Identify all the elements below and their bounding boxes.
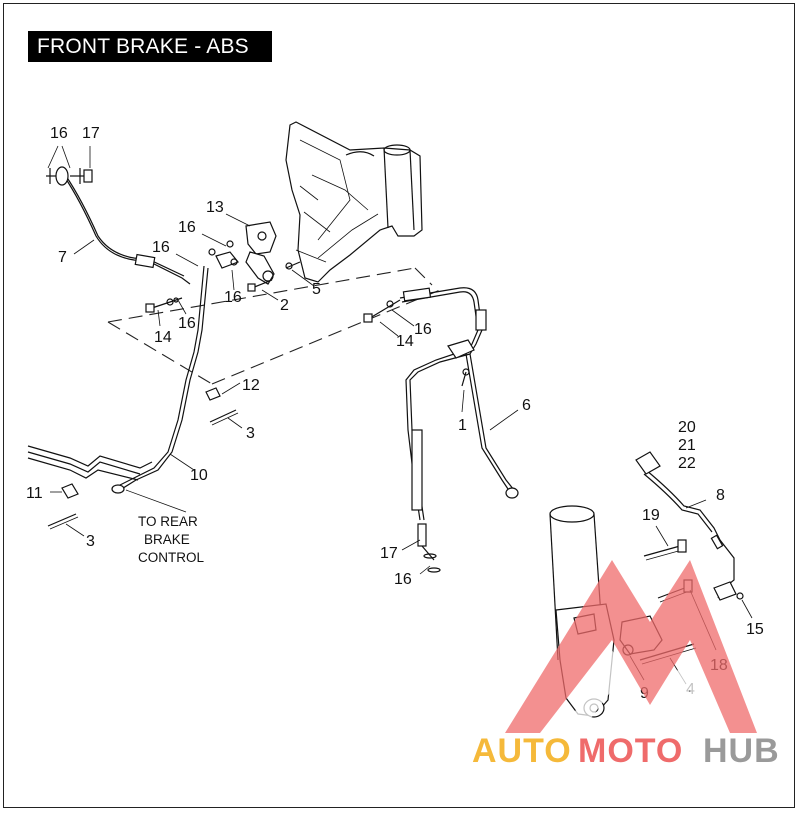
callout-5: 5 [312, 281, 321, 298]
callout-16: 16 [224, 289, 242, 306]
watermark-text-moto: MOTO [578, 732, 684, 770]
callout-12: 12 [242, 377, 260, 394]
callout-16: 16 [152, 239, 170, 256]
callout-22: 22 [678, 455, 696, 472]
callout-13: 13 [206, 199, 224, 216]
callout-16: 16 [178, 219, 196, 236]
note-line-1: TO REAR [138, 514, 198, 529]
frame-steering-head [285, 121, 423, 283]
callout-7: 7 [58, 249, 67, 266]
callout-1: 1 [458, 417, 467, 434]
cable-tie-3-upper [209, 409, 239, 426]
cable-tie-3-lower [47, 513, 79, 530]
callouts: 16 17 7 13 16 16 16 14 16 2 5 16 14 12 3… [26, 125, 764, 702]
wheel-speed-sensor-8 [635, 451, 744, 601]
callout-17: 17 [380, 545, 398, 562]
callout-8: 8 [716, 487, 725, 504]
bolt-5 [285, 261, 301, 270]
watermark-text-hub: HUB [703, 732, 780, 770]
callout-3: 3 [86, 533, 95, 550]
rear-brake-note: TO REAR BRAKE CONTROL [138, 514, 204, 565]
callout-10: 10 [190, 467, 208, 484]
callout-16: 16 [178, 315, 196, 332]
callout-20: 20 [678, 419, 696, 436]
callout-3: 3 [246, 425, 255, 442]
brake-line-7 [46, 166, 191, 285]
bolt-2 [247, 279, 273, 292]
bolt-19 [643, 539, 687, 561]
bolt-14-right [363, 299, 401, 323]
brake-line-10 [27, 265, 209, 494]
note-line-3: CONTROL [138, 550, 204, 565]
callout-14: 14 [396, 333, 414, 350]
watermark-logo [505, 560, 757, 740]
dashed-guide-box [107, 267, 441, 385]
banjo-bolt-17-lower [417, 523, 441, 573]
diagram-title: FRONT BRAKE - ABS [28, 31, 272, 62]
callout-14: 14 [154, 329, 172, 346]
abs-bracket-assembly [208, 221, 277, 285]
callout-19: 19 [642, 507, 660, 524]
bolt-14-left [145, 297, 183, 313]
watermark-text-auto: AUTO [472, 732, 572, 770]
page-border [3, 3, 795, 808]
callout-16: 16 [394, 571, 412, 588]
clip-12 [205, 387, 221, 401]
callout-2: 2 [280, 297, 289, 314]
leader-lines [47, 145, 753, 685]
note-line-2: BRAKE [144, 532, 190, 547]
callout-15: 15 [746, 621, 764, 638]
brake-line-6 [399, 287, 519, 521]
callout-17: 17 [82, 125, 100, 142]
callout-11: 11 [26, 485, 43, 502]
clip-11 [61, 483, 79, 499]
callout-6: 6 [522, 397, 531, 414]
callout-16: 16 [414, 321, 432, 338]
callout-16: 16 [50, 125, 68, 142]
callout-21: 21 [678, 437, 696, 454]
